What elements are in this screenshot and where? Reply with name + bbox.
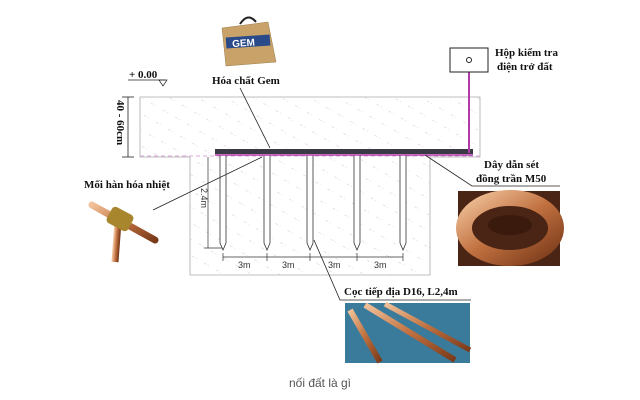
conductor-label-1: Dây dẫn sét: [484, 159, 539, 171]
gem-bar: [215, 149, 473, 154]
copper-rods-image: [345, 301, 472, 364]
level-label: + 0.00: [129, 69, 158, 81]
conductor-label-2: đồng trần M50: [476, 173, 547, 185]
image-caption: nối đất là gì: [288, 376, 352, 390]
depth-label: 40 - 60cm: [114, 100, 126, 145]
gem-bag-image: GEM: [221, 16, 277, 67]
spacing-label: 3m: [328, 260, 341, 270]
rod-length-label: 2.4m: [199, 188, 209, 208]
weld-label: Mối hàn hóa nhiệt: [84, 179, 170, 191]
gem-bag-text: GEM: [232, 38, 255, 51]
spacing-label: 3m: [374, 260, 387, 270]
test-box-label-1: Hộp kiểm tra: [495, 47, 558, 59]
spacing-label: 3m: [282, 260, 295, 270]
spacing-label: 3m: [238, 260, 251, 270]
test-box-label-2: điện trở đất: [497, 61, 553, 73]
weld-image: [88, 201, 159, 263]
copper-coil-image: [456, 190, 564, 266]
gem-label: Hóa chất Gem: [212, 75, 280, 87]
rod-label: Cọc tiếp địa D16, L2,4m: [344, 286, 458, 298]
